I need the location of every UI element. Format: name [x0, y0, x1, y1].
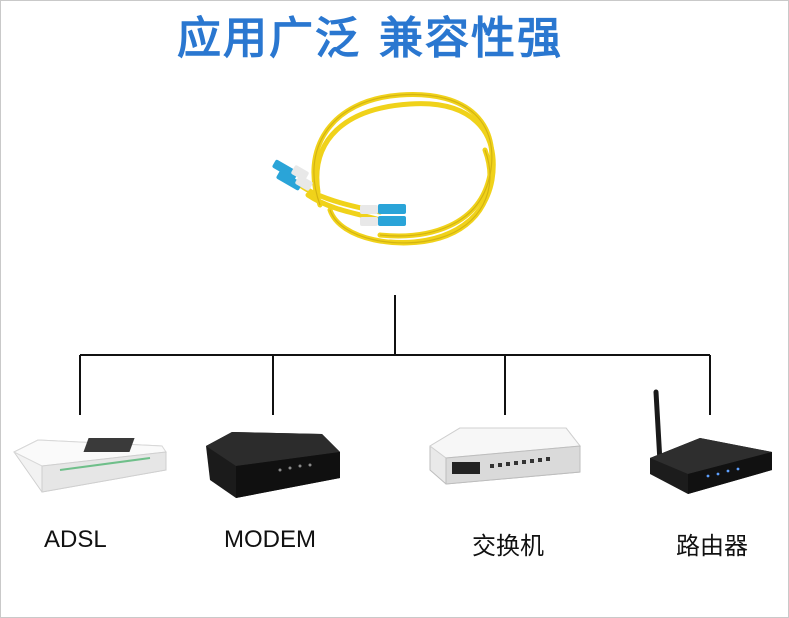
headline-part1: 应用广泛: [177, 13, 361, 64]
device-label-router: 路由器: [676, 533, 748, 560]
headline-part2: 兼容性强: [379, 13, 563, 64]
headline: 应用广泛兼容性强: [0, 2, 740, 66]
router-icon: [650, 389, 772, 494]
left-connector-icon: [272, 159, 313, 191]
fiber-patch-cable-icon: [272, 92, 496, 246]
device-label-adsl: ADSL: [44, 526, 107, 553]
right-connector-icon: [360, 204, 406, 226]
switch-icon: [429, 427, 581, 485]
connection-lines: [79, 295, 711, 415]
modem-icon: [83, 432, 340, 498]
device-label-switch: 交换机: [472, 533, 544, 560]
device-label-modem: MODEM: [224, 526, 316, 553]
